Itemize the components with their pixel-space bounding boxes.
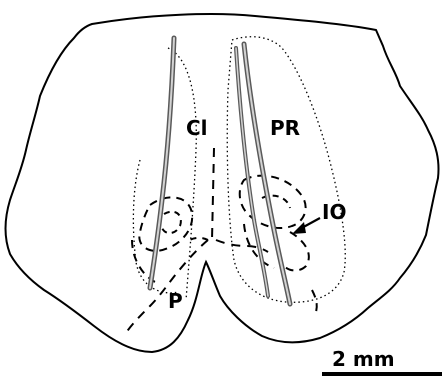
label-pr: PR bbox=[270, 116, 300, 140]
midline-dashed bbox=[212, 148, 214, 240]
section-outline bbox=[6, 14, 439, 352]
label-p: P bbox=[168, 289, 183, 313]
left-dotted-outline-outer bbox=[133, 160, 178, 293]
left-io-outline-inner bbox=[162, 212, 181, 233]
scale-bar bbox=[322, 372, 442, 376]
label-cl: Cl bbox=[186, 116, 208, 140]
right-io-lamella bbox=[284, 232, 309, 271]
scale-bar-label: 2 mm bbox=[332, 347, 395, 371]
label-io: IO bbox=[322, 200, 346, 224]
ventral-dashed-right bbox=[312, 290, 317, 312]
pyramid-dashed-left bbox=[124, 240, 208, 336]
pyramid-dashed-left-bend bbox=[186, 238, 208, 242]
left-io-outline-outer bbox=[139, 197, 192, 250]
io-arrow bbox=[292, 218, 320, 234]
